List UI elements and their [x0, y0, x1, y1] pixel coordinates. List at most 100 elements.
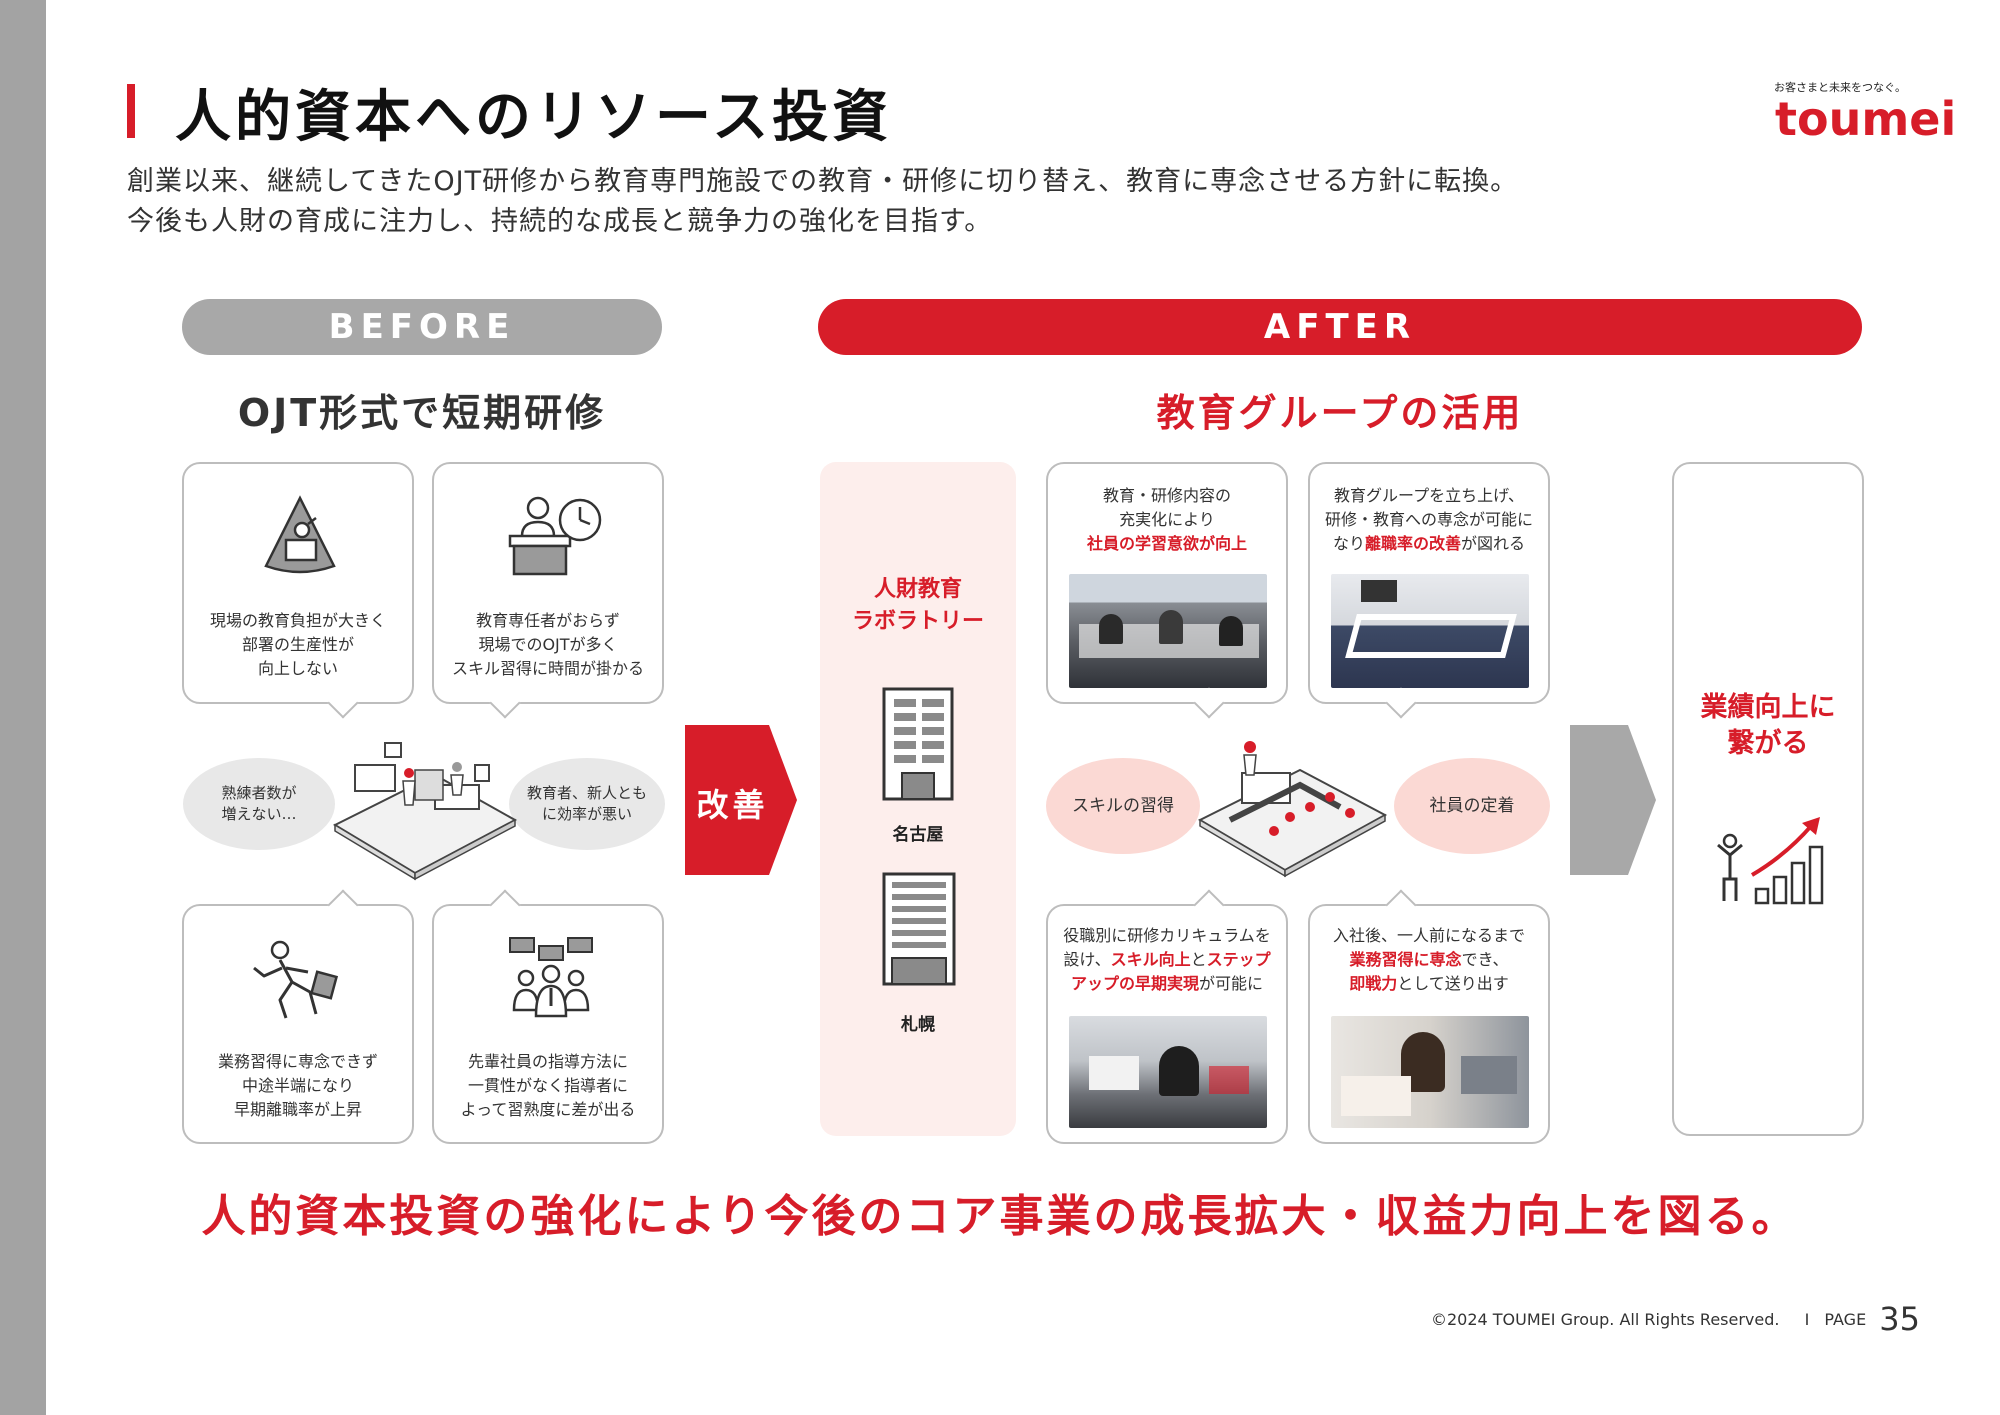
city-nagoya: 名古屋	[892, 825, 944, 845]
footer-separator: I	[1804, 1310, 1810, 1329]
after-title: 教育グループの活用	[1156, 391, 1524, 435]
text-highlight: アップの早期実現	[1070, 974, 1199, 993]
before-card-3-line: 業務習得に専念できず	[217, 1052, 378, 1071]
after-card-4-line: 業務習得に専念でき、	[1310, 948, 1548, 972]
before-card-3-line: 早期離職率が上昇	[233, 1100, 362, 1119]
speech-tail	[1385, 687, 1417, 719]
lab-title: 人財教育 ラボラトリー	[820, 574, 1016, 638]
text-highlight: 離職率の改善	[1364, 534, 1461, 553]
headset-photo	[1331, 1016, 1529, 1128]
kaizen-label: 改善	[696, 786, 769, 824]
training-room-photo	[1331, 574, 1529, 688]
speech-tail	[489, 889, 521, 921]
before-card-2-line: 教育専任者がおらず	[476, 611, 620, 630]
text-plain: が図れる	[1461, 534, 1526, 553]
after-card-1-line: 充実化により	[1119, 510, 1215, 529]
before-card-4: 先輩社員の指導方法に 一貫性がなく指導者に よって習熟度に差が出る	[432, 889, 664, 1144]
copyright: ©2024 TOUMEI Group. All Rights Reserved.	[1430, 1310, 1780, 1329]
before-label: BEFORE	[182, 299, 662, 355]
building-icon	[882, 687, 954, 801]
before-card-2-line: 現場でのOJTが多く	[478, 635, 618, 654]
lab-title-line: ラボラトリー	[851, 609, 984, 634]
lab-title-line: 人財教育	[873, 577, 962, 602]
text-highlight: ステップ	[1206, 950, 1271, 969]
office-illustration	[332, 742, 518, 881]
before-card-4-line: 先輩社員の指導方法に	[467, 1052, 628, 1071]
after-oval-skill: スキルの習得	[1046, 758, 1200, 854]
after-card-3-line: アップの早期実現が可能に	[1048, 972, 1286, 996]
after-card-3-line: 役職別に研修カリキュラムを	[1063, 926, 1271, 945]
lecturer-icon	[264, 495, 336, 574]
classroom-photo	[1069, 574, 1267, 688]
title-accent-bar	[127, 84, 135, 138]
kaizen-arrow	[685, 725, 797, 875]
running-man-icon	[253, 940, 339, 1019]
speech-tail	[1193, 889, 1225, 921]
text-plain: 設け、	[1063, 950, 1111, 969]
before-card-1-line: 部署の生産性が	[241, 635, 354, 654]
growth-chart-icon	[1717, 817, 1824, 905]
after-card-1: 教育・研修内容の 充実化により 社員の学習意欲が向上	[1046, 462, 1288, 719]
after-card-4-line: 即戦力として送り出す	[1310, 972, 1548, 996]
before-card-3: 業務習得に専念できず 中途半端になり 早期離職率が上昇	[182, 889, 414, 1144]
side-bar	[0, 0, 46, 1415]
before-card-1-line: 現場の教育負担が大きく	[209, 611, 386, 630]
desk-clock-icon	[508, 496, 602, 576]
page-number: 35	[1879, 1300, 1920, 1338]
speech-tail	[489, 687, 521, 719]
before-card-1-line: 向上しない	[257, 659, 338, 678]
before-card-2: 教育専任者がおらず 現場でのOJTが多く スキル習得に時間が掛かる	[432, 462, 664, 719]
before-card-1: 現場の教育負担が大きく 部署の生産性が 向上しない	[182, 462, 414, 719]
after-label: AFTER	[818, 299, 1862, 355]
after-card-4: 入社後、一人前になるまで 業務習得に専念でき、 即戦力として送り出す	[1308, 889, 1550, 1144]
classroom-illustration	[1197, 741, 1388, 878]
text-plain: と	[1190, 950, 1207, 969]
text-plain: なり	[1332, 534, 1365, 553]
subtitle-line-2: 今後も人財の育成に注力し、持続的な成長と競争力の強化を目指す。	[127, 206, 993, 237]
after-card-1-line: 教育・研修内容の	[1102, 486, 1231, 505]
building-icon	[882, 872, 956, 986]
logo-tagline: お客さまと未来をつなぐ。	[1774, 81, 1906, 94]
oval-line: 熟練者数が	[221, 784, 297, 802]
text-highlight: スキル向上	[1110, 950, 1191, 969]
toumei-logo: toumei	[1775, 92, 1957, 146]
speech-tail	[327, 889, 359, 921]
before-card-4-line: 一貫性がなく指導者に	[467, 1076, 628, 1095]
text-highlight: 業務習得に専念	[1349, 950, 1462, 969]
result-title-line: 業績向上に	[1700, 692, 1836, 723]
text-plain: として送り出す	[1397, 974, 1509, 993]
subtitle-line-1: 創業以来、継続してきたOJT研修から教育専門施設での教育・研修に切り替え、教育に…	[127, 166, 1519, 197]
before-oval-1: 熟練者数が 増えない…	[183, 758, 335, 850]
page-label: PAGE	[1824, 1310, 1867, 1329]
result-title: 業績向上に 繋がる	[1672, 690, 1864, 762]
after-oval-retention: 社員の定着	[1394, 758, 1550, 854]
after-card-4-line: 入社後、一人前になるまで	[1332, 926, 1525, 945]
speech-tail	[1193, 687, 1225, 719]
oval-line: 教育者、新人とも	[526, 784, 647, 802]
result-title-line: 繋がる	[1727, 728, 1809, 759]
conclusion-message: 人的資本投資の強化により今後のコア事業の成長拡大・収益力向上を図る。	[201, 1191, 1799, 1242]
before-card-3-line: 中途半端になり	[241, 1076, 354, 1095]
page-subtitle: 創業以来、継続してきたOJT研修から教育専門施設での教育・研修に切り替え、教育に…	[127, 162, 1518, 242]
after-card-2: 教育グループを立ち上げ、 研修・教育への専念が可能に なり離職率の改善が図れる	[1308, 462, 1550, 719]
city-sapporo: 札幌	[901, 1015, 935, 1035]
after-card-1-highlight: 社員の学習意欲が向上	[1086, 534, 1247, 553]
before-title: OJT形式で短期研修	[237, 391, 607, 435]
after-card-2-line: なり離職率の改善が図れる	[1310, 532, 1548, 556]
text-plain: でき、	[1461, 950, 1509, 969]
result-card	[1672, 462, 1864, 1136]
speech-tail	[327, 687, 359, 719]
before-oval-2: 教育者、新人とも に効率が悪い	[509, 758, 665, 850]
oval-line: 増えない…	[221, 805, 297, 823]
text-plain: が可能に	[1199, 974, 1264, 993]
before-card-4-line: よって習熟度に差が出る	[460, 1100, 636, 1119]
group-chat-icon	[509, 937, 593, 1018]
gray-arrow	[1570, 725, 1656, 875]
page-title: 人的資本へのリソース投資	[175, 85, 893, 150]
speech-tail	[1385, 889, 1417, 921]
office-work-photo	[1069, 1016, 1267, 1128]
after-card-3-line: 設け、スキル向上とステップ	[1048, 948, 1286, 972]
oval-line: に効率が悪い	[541, 805, 632, 823]
text-highlight: 即戦力	[1349, 974, 1398, 993]
after-card-3: 役職別に研修カリキュラムを 設け、スキル向上とステップ アップの早期実現が可能に	[1046, 889, 1288, 1144]
